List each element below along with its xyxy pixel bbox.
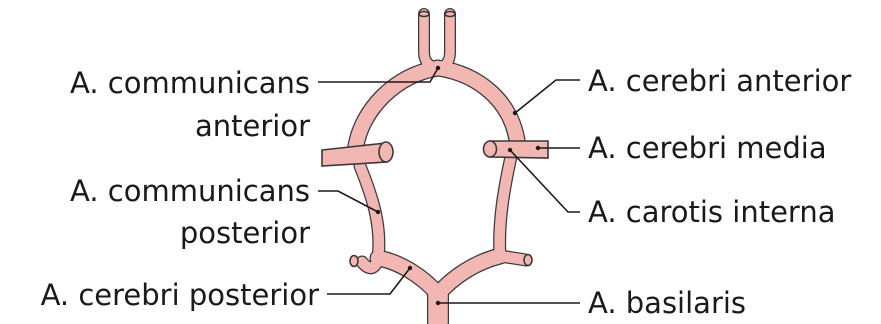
labels-left: A. communicans anterior A. communicans p…	[41, 66, 319, 312]
label-cerebri-anterior: A. cerebri anterior	[588, 64, 851, 98]
label-communicans-posterior-line1: A. communicans	[70, 174, 310, 208]
labels-right: A. cerebri anterior A. cerebri media A. …	[588, 64, 851, 320]
leader-lines	[318, 66, 580, 305]
label-communicans-anterior-line1: A. communicans	[70, 66, 310, 100]
label-communicans-anterior-line2: anterior	[195, 109, 310, 143]
label-basilaris: A. basilaris	[588, 286, 746, 320]
left-pca-cut-end	[350, 256, 358, 267]
left-aca-cut-end	[419, 12, 429, 17]
label-communicans-posterior-line2: posterior	[180, 216, 310, 250]
arterial-circle	[322, 12, 548, 323]
label-cerebri-media: A. cerebri media	[588, 131, 827, 165]
leader-carotis-interna	[510, 150, 580, 212]
label-carotis-interna: A. carotis interna	[588, 195, 835, 229]
label-cerebri-posterior: A. cerebri posterior	[41, 278, 319, 312]
right-aca-cut-end	[445, 12, 455, 17]
right-pca-cut-end	[524, 255, 532, 266]
leader-cerebri-anterior	[515, 80, 580, 113]
